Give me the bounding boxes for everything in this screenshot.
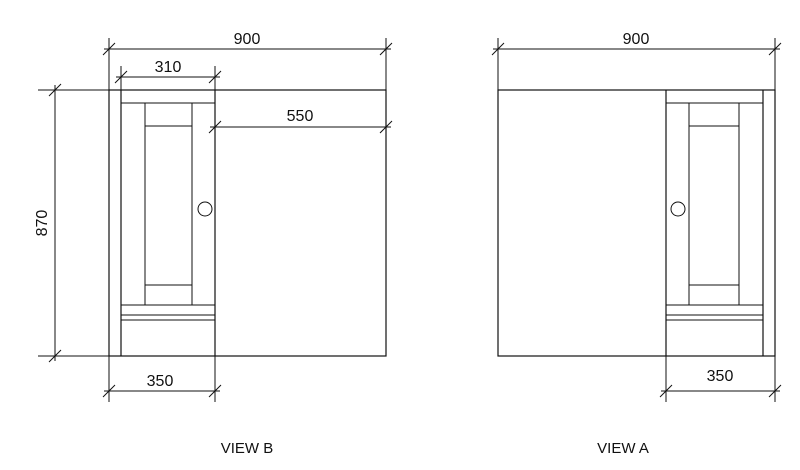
view-a-cabinet-outline [497, 89, 776, 357]
tick-mark [48, 349, 62, 363]
view-b-dim-350: 350 [147, 373, 174, 390]
view-b-caption: VIEW B [221, 440, 274, 457]
view-a-dim-350: 350 [707, 368, 734, 385]
view-b-cabinet-outline [108, 89, 387, 357]
view-b-dim-900: 900 [234, 31, 261, 48]
view-a-knob-icon [670, 201, 686, 217]
tick-mark [102, 42, 116, 56]
view-b: 900 310 550 870 350 VIEW B [34, 31, 393, 457]
tick-mark [379, 120, 393, 134]
tick-mark [379, 42, 393, 56]
tick-mark [491, 42, 505, 56]
view-b-door-panel [144, 102, 193, 306]
tick-mark [768, 42, 782, 56]
tick-mark [48, 83, 62, 97]
tick-mark [208, 384, 222, 398]
view-b-knob-icon [197, 201, 213, 217]
view-b-dim-310: 310 [155, 59, 182, 76]
view-a: 900 350 VIEW A [491, 31, 782, 457]
tick-mark [102, 384, 116, 398]
view-a-caption: VIEW A [597, 440, 649, 457]
view-b-dim-870: 870 [34, 210, 51, 237]
view-b-dim-550: 550 [287, 108, 314, 125]
view-a-dim-900: 900 [623, 31, 650, 48]
tick-mark [768, 384, 782, 398]
tick-mark [659, 384, 673, 398]
tick-mark [114, 70, 128, 84]
view-a-door-panel [688, 102, 740, 306]
tick-mark [208, 120, 222, 134]
tick-mark [208, 70, 222, 84]
